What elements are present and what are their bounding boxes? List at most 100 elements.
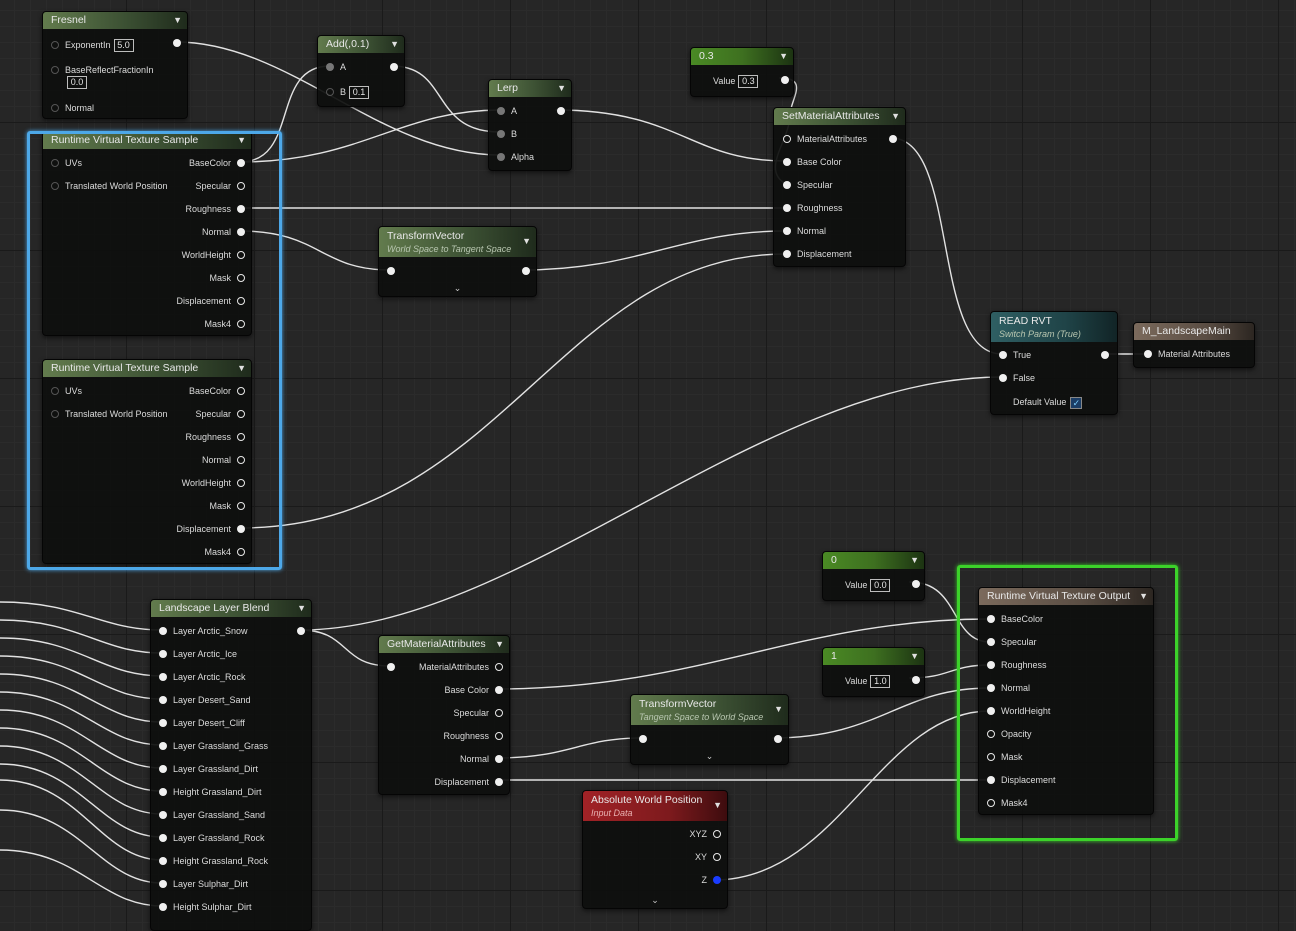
pin-socket-icon[interactable] (497, 130, 505, 138)
pin-socket-icon[interactable] (387, 663, 395, 671)
pin-socket-icon[interactable] (237, 525, 245, 533)
layer-pin[interactable]: Height Grassland_Rock (159, 855, 268, 867)
pin-socket-icon[interactable] (159, 742, 167, 750)
pin-socket-icon[interactable] (387, 267, 395, 275)
add-b-value[interactable]: 0.1 (349, 86, 370, 99)
translated-world-position-pin[interactable]: Translated World Position (51, 408, 168, 420)
lerp-alpha-pin[interactable]: Alpha (497, 151, 534, 163)
pin-socket-icon[interactable] (173, 39, 181, 47)
pin-socket-icon[interactable] (495, 755, 503, 763)
pin-socket-icon[interactable] (159, 627, 167, 635)
pin-socket-icon[interactable] (987, 776, 995, 784)
chevron-down-icon[interactable]: ▼ (522, 236, 531, 246)
pin-socket-icon[interactable] (999, 374, 1007, 382)
node-header[interactable]: Runtime Virtual Texture Sample▼ (43, 360, 251, 377)
pin-socket-icon[interactable] (159, 719, 167, 727)
layer-pin[interactable]: Layer Arctic_Ice (159, 648, 237, 660)
uvs-pin[interactable]: UVs (51, 385, 82, 397)
node-header[interactable]: SetMaterialAttributes▼ (774, 108, 905, 125)
specular-output-pin[interactable]: Specular (195, 180, 245, 192)
normal-output-pin[interactable]: Normal (460, 753, 503, 765)
xy-output-pin[interactable]: XY (695, 851, 721, 863)
chevron-down-icon[interactable]: ▼ (774, 704, 783, 714)
node-header[interactable]: GetMaterialAttributes▼ (379, 636, 509, 653)
pin-socket-icon[interactable] (159, 650, 167, 658)
chevron-down-icon[interactable]: ▼ (891, 111, 900, 121)
pin-socket-icon[interactable] (326, 88, 334, 96)
pin-socket-icon[interactable] (783, 227, 791, 235)
node-header[interactable]: Runtime Virtual Texture Output▼ (979, 588, 1153, 605)
pin-socket-icon[interactable] (1101, 351, 1109, 359)
true-pin[interactable]: True (999, 349, 1031, 361)
chevron-down-icon[interactable]: ▼ (495, 639, 504, 649)
chevron-down-icon[interactable]: ▼ (713, 800, 722, 810)
value-field[interactable]: 0.3 (738, 75, 759, 88)
pin-socket-icon[interactable] (713, 830, 721, 838)
pin-socket-icon[interactable] (159, 765, 167, 773)
pin-socket-icon[interactable] (390, 63, 398, 71)
set-material-attributes-node[interactable]: SetMaterialAttributes▼ MaterialAttribute… (773, 107, 906, 267)
node-header[interactable]: Landscape Layer Blend▼ (151, 600, 311, 617)
chevron-down-icon[interactable]: ▼ (173, 15, 182, 25)
xyz-output-pin[interactable]: XYZ (689, 828, 721, 840)
layer-pin[interactable]: Layer Grassland_Dirt (159, 763, 258, 775)
pin-socket-icon[interactable] (51, 104, 59, 112)
worldheight-input-pin[interactable]: WorldHeight (987, 705, 1050, 717)
pin-socket-icon[interactable] (713, 876, 721, 884)
add-a-pin[interactable]: A (326, 61, 346, 73)
specular-pin[interactable]: Specular (783, 179, 833, 191)
base-color-pin[interactable]: Base Color (783, 156, 842, 168)
chevron-down-icon[interactable]: ▼ (779, 51, 788, 61)
pin-socket-icon[interactable] (51, 66, 59, 74)
pin-socket-icon[interactable] (51, 410, 59, 418)
chevron-down-icon[interactable]: ▼ (910, 555, 919, 565)
roughness-output-pin[interactable]: Roughness (443, 730, 503, 742)
normal-pin[interactable]: Normal (51, 102, 94, 114)
pin-socket-icon[interactable] (557, 107, 565, 115)
layer-pin[interactable]: Layer Grassland_Grass (159, 740, 268, 752)
expand-arrow-icon[interactable]: ⌄ (651, 895, 659, 905)
pin-socket-icon[interactable] (497, 107, 505, 115)
pin-socket-icon[interactable] (639, 735, 647, 743)
layer-pin[interactable]: Layer Sulphar_Dirt (159, 878, 248, 890)
specular-output-pin[interactable]: Specular (453, 707, 503, 719)
pin-socket-icon[interactable] (987, 661, 995, 669)
pin-socket-icon[interactable] (912, 676, 920, 684)
rvt-sample-node-2[interactable]: Runtime Virtual Texture Sample▼ UVs Tran… (42, 359, 252, 564)
value-field[interactable]: 1.0 (870, 675, 891, 688)
uvs-pin[interactable]: UVs (51, 157, 82, 169)
layer-pin[interactable]: Layer Grassland_Rock (159, 832, 265, 844)
displacement-input-pin[interactable]: Displacement (987, 774, 1056, 786)
roughness-input-pin[interactable]: Roughness (987, 659, 1047, 671)
displacement-output-pin[interactable]: Displacement (176, 523, 245, 535)
pin-socket-icon[interactable] (781, 76, 789, 84)
pin-socket-icon[interactable] (237, 159, 245, 167)
pin-socket-icon[interactable] (783, 135, 791, 143)
node-header[interactable]: Lerp▼ (489, 80, 571, 97)
pin-socket-icon[interactable] (159, 880, 167, 888)
pin-socket-icon[interactable] (783, 204, 791, 212)
chevron-down-icon[interactable]: ▼ (297, 603, 306, 613)
pin-socket-icon[interactable] (159, 811, 167, 819)
z-output-pin[interactable]: Z (702, 874, 721, 886)
chevron-down-icon[interactable]: ▼ (557, 83, 566, 93)
landscape-main-result-node[interactable]: M_LandscapeMain Material Attributes (1133, 322, 1255, 368)
false-pin[interactable]: False (999, 372, 1035, 384)
expand-arrow-icon[interactable]: ⌄ (453, 283, 462, 293)
material-attributes-pin[interactable]: MaterialAttributes (783, 133, 867, 145)
pin-socket-icon[interactable] (987, 684, 995, 692)
mask4-output-pin[interactable]: Mask4 (204, 546, 245, 558)
node-header[interactable]: 0.3▼ (691, 48, 793, 65)
pin-socket-icon[interactable] (495, 732, 503, 740)
